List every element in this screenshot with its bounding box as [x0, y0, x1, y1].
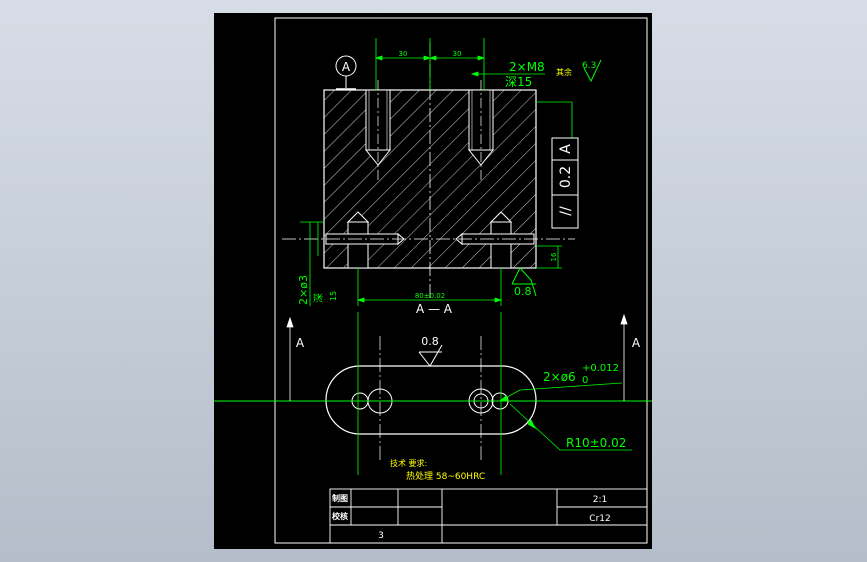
title-material: Cr12: [589, 514, 610, 524]
radius-callout: R10±0.02: [566, 436, 626, 450]
rest-roughness-value: 6.3: [582, 61, 596, 71]
tech-notes-line1: 热处理 58~60HRC: [406, 470, 485, 482]
section-arrow-left: [286, 316, 294, 401]
pin-hole-callout: 2×ø6: [543, 370, 576, 384]
datum-a-label: A: [342, 60, 351, 74]
tech-notes-title: 技术 要求:: [390, 458, 427, 468]
drawing-sheet: A 30 30 2×M8 深15 其余 6.3 // 0.2 A 16 2×ø3…: [214, 13, 652, 549]
title-block: [329, 488, 648, 544]
hole-depth-value: 15: [329, 291, 338, 301]
thread-callout: 2×M8: [509, 60, 545, 74]
thread-depth: 深15: [505, 75, 532, 89]
title-scale: 2:1: [593, 495, 607, 505]
tolerance-datum: A: [558, 144, 574, 154]
roughness-symbol-bottom: [511, 267, 537, 297]
parallelism-frame: [551, 137, 579, 229]
hole-depth-label: 深: [313, 293, 325, 303]
hole-callout: 2×ø3: [297, 275, 310, 305]
plan-outline: [325, 365, 537, 435]
roughness-symbol-top: [418, 344, 443, 367]
title-checked-label: 校核: [332, 511, 348, 521]
roughness-symbol-rest: [583, 59, 602, 83]
bottom-roughness: 0.8: [514, 285, 532, 298]
pin-hole-tol-upper: +0.012: [582, 363, 619, 374]
front-view-dimensions: [300, 38, 573, 306]
center-distance-dim: 80±0.02: [415, 292, 445, 300]
tolerance-symbol: //: [558, 206, 574, 216]
dim-30-left: 30: [399, 50, 408, 58]
section-label: A — A: [416, 302, 453, 316]
tolerance-value: 0.2: [558, 166, 574, 188]
title-sheet-number: 3: [378, 531, 384, 541]
section-arrow-right: [620, 313, 628, 401]
title-drawn-label: 制图: [332, 493, 348, 503]
plan-view-dimensions: [357, 312, 632, 475]
pin-hole-tol-lower: 0: [582, 375, 588, 386]
section-arrow-right-label: A: [632, 336, 641, 350]
top-roughness: 0.8: [421, 335, 439, 348]
datum-a-symbol: [335, 55, 357, 90]
rest-roughness-label: 其余: [556, 67, 572, 77]
section-arrow-left-label: A: [296, 336, 305, 350]
dim-30-right: 30: [453, 50, 462, 58]
cad-drawing: A 30 30 2×M8 深15 其余 6.3 // 0.2 A 16 2×ø3…: [214, 17, 652, 544]
side-dim-16: 16: [550, 252, 558, 261]
